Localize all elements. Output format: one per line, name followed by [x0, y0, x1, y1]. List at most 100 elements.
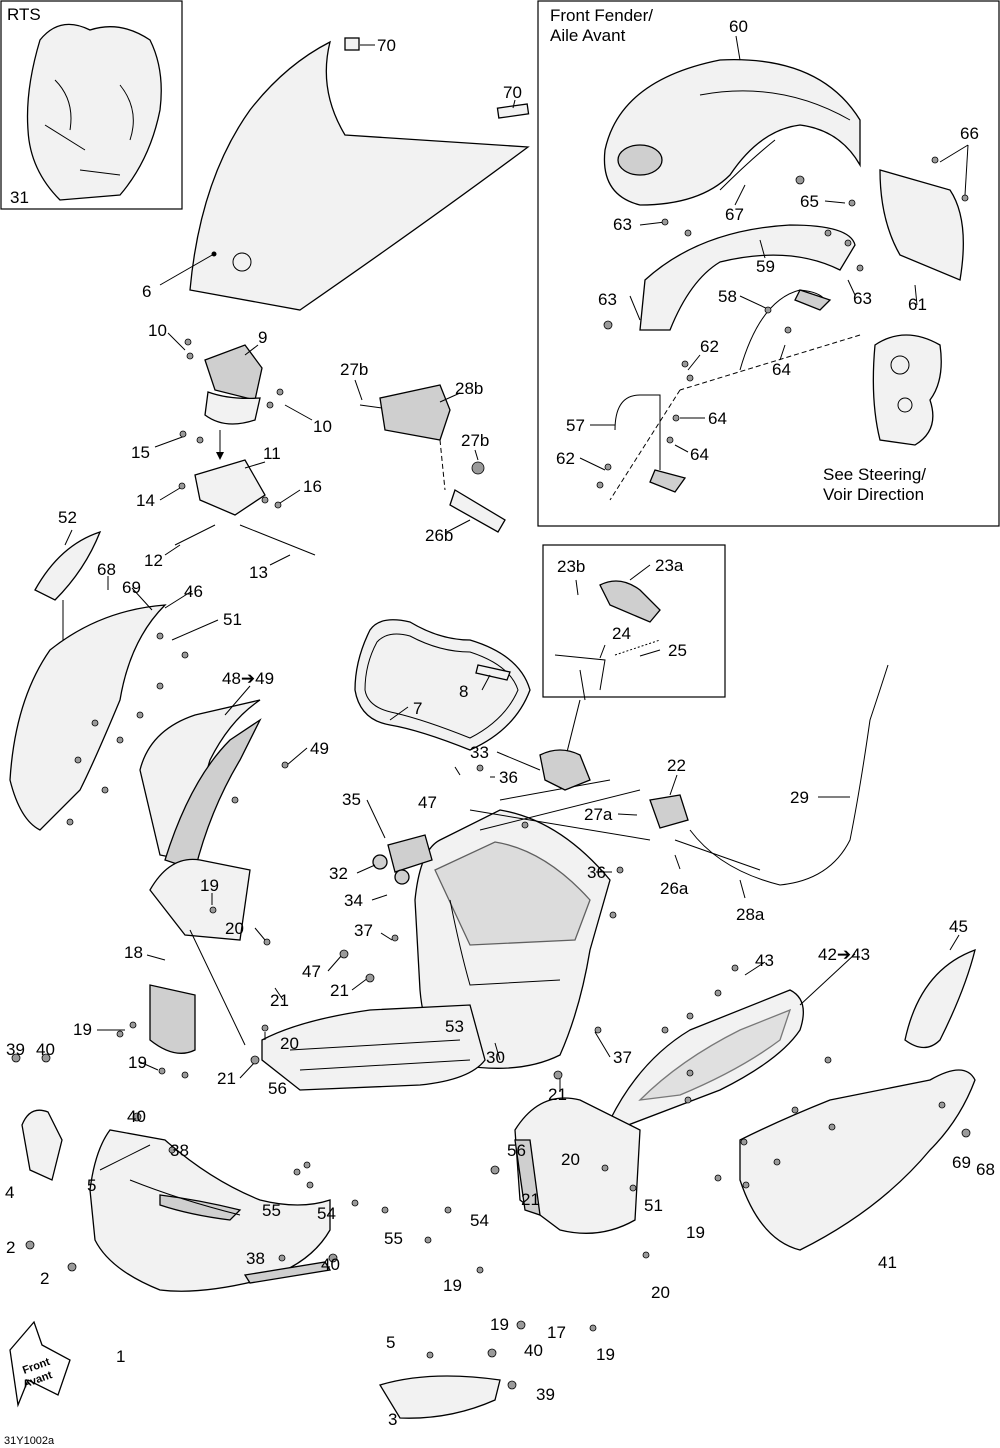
callout: 36	[499, 768, 518, 787]
callout: 68	[97, 560, 116, 579]
callout: 20	[561, 1150, 580, 1169]
callout: 70	[503, 83, 522, 102]
callout: 11	[263, 444, 281, 463]
callout: 56	[507, 1141, 526, 1160]
fender-badge	[617, 144, 663, 176]
diagram-id: 31Y1002a	[4, 1435, 55, 1447]
callout: 19	[73, 1020, 92, 1039]
side-panel-46	[9, 604, 167, 831]
callout: 51	[644, 1196, 663, 1215]
callout: 19	[443, 1276, 462, 1295]
callout-labels: 70 70 6 10 9 10 15 11 14 16 12 13 27b 28…	[5, 17, 995, 1429]
lock-33	[539, 749, 591, 791]
lock-kit-box	[542, 544, 726, 698]
callout: 29	[790, 788, 809, 807]
release-cable	[689, 664, 889, 886]
callout: 43	[755, 951, 774, 970]
callout: 15	[131, 443, 150, 462]
callout: 69	[122, 578, 141, 597]
callout: 67	[725, 205, 744, 224]
callout: 62	[700, 337, 719, 356]
callout: 40	[524, 1341, 543, 1360]
callout: 6	[142, 282, 151, 301]
callout: 54	[470, 1211, 489, 1230]
callout: 2	[40, 1269, 49, 1288]
side-panel-52	[34, 530, 102, 601]
pin-26b	[449, 489, 506, 533]
glovebox-light	[387, 834, 433, 873]
fasteners	[11, 156, 971, 1390]
callout: 37	[354, 921, 373, 940]
callout: 58	[718, 287, 737, 306]
callout: 2	[6, 1238, 15, 1257]
callout: 68	[976, 1160, 995, 1179]
callout: 46	[184, 582, 203, 601]
callout: 10	[313, 417, 332, 436]
callout: 62	[556, 449, 575, 468]
callout: 18	[124, 943, 143, 962]
gasket	[354, 619, 531, 751]
callout: 36	[587, 863, 606, 882]
callout: 28b	[455, 379, 483, 398]
callout: 10	[148, 321, 167, 340]
callout: 37	[613, 1048, 632, 1067]
callout: 26a	[660, 879, 689, 898]
trim-45	[904, 948, 976, 1049]
callout: 64	[772, 360, 791, 379]
callout: 24	[612, 624, 631, 643]
callout: 63	[853, 289, 872, 308]
callout: 57	[566, 416, 585, 435]
callout: 19	[200, 876, 219, 895]
callout: 45	[949, 917, 968, 936]
callout: 5	[87, 1176, 96, 1195]
callout: 48➔49	[222, 669, 274, 688]
callout: 19	[596, 1345, 615, 1364]
bracket-4	[21, 1109, 63, 1181]
callout: 39	[536, 1385, 555, 1404]
air-duct-18	[149, 858, 251, 941]
callout: 63	[598, 290, 617, 309]
callout: 27a	[584, 805, 613, 824]
callout: 53	[445, 1017, 464, 1036]
callout: 30	[486, 1048, 505, 1067]
see-steering-line2: Voir Direction	[823, 485, 924, 504]
callout: 16	[303, 477, 322, 496]
callout: 60	[729, 17, 748, 36]
callout: 64	[708, 409, 727, 428]
callout: 35	[342, 790, 361, 809]
callout: 40	[36, 1040, 55, 1059]
front-fender-box: Front Fender/ Aile Avant See Steering/ V…	[537, 0, 1000, 527]
callout: 17	[547, 1323, 566, 1342]
lock-cylinder	[599, 580, 661, 623]
callout: 27b	[340, 360, 368, 379]
rts-part-number: 31	[10, 188, 29, 207]
callout: 4	[5, 1183, 14, 1202]
callout: 51	[223, 610, 242, 629]
callout: 9	[258, 328, 267, 347]
callout: 26b	[425, 526, 453, 545]
callout: 21	[270, 991, 289, 1010]
latch-22	[649, 794, 689, 829]
rts-box-title: RTS	[7, 5, 41, 24]
callout: 52	[58, 508, 77, 527]
callout: 55	[262, 1201, 281, 1220]
clip-70b	[496, 103, 530, 119]
callout: 64	[690, 445, 709, 464]
steering-knuckle	[872, 334, 942, 446]
front-fender-title-1: Front Fender/	[550, 6, 653, 25]
clip-70a	[344, 37, 360, 51]
callout: 19	[128, 1053, 147, 1072]
callout: 25	[668, 641, 687, 660]
callout: 42➔43	[818, 945, 870, 964]
callout: 21	[548, 1085, 567, 1104]
callout: 39	[6, 1040, 25, 1059]
callout: 65	[800, 192, 819, 211]
callout: 27b	[461, 431, 489, 450]
callout: 66	[960, 124, 979, 143]
callout: 19	[686, 1223, 705, 1242]
callout: 70	[377, 36, 396, 55]
callout: 38	[170, 1141, 189, 1160]
callout: 40	[127, 1107, 146, 1126]
callout: 34	[344, 891, 363, 910]
